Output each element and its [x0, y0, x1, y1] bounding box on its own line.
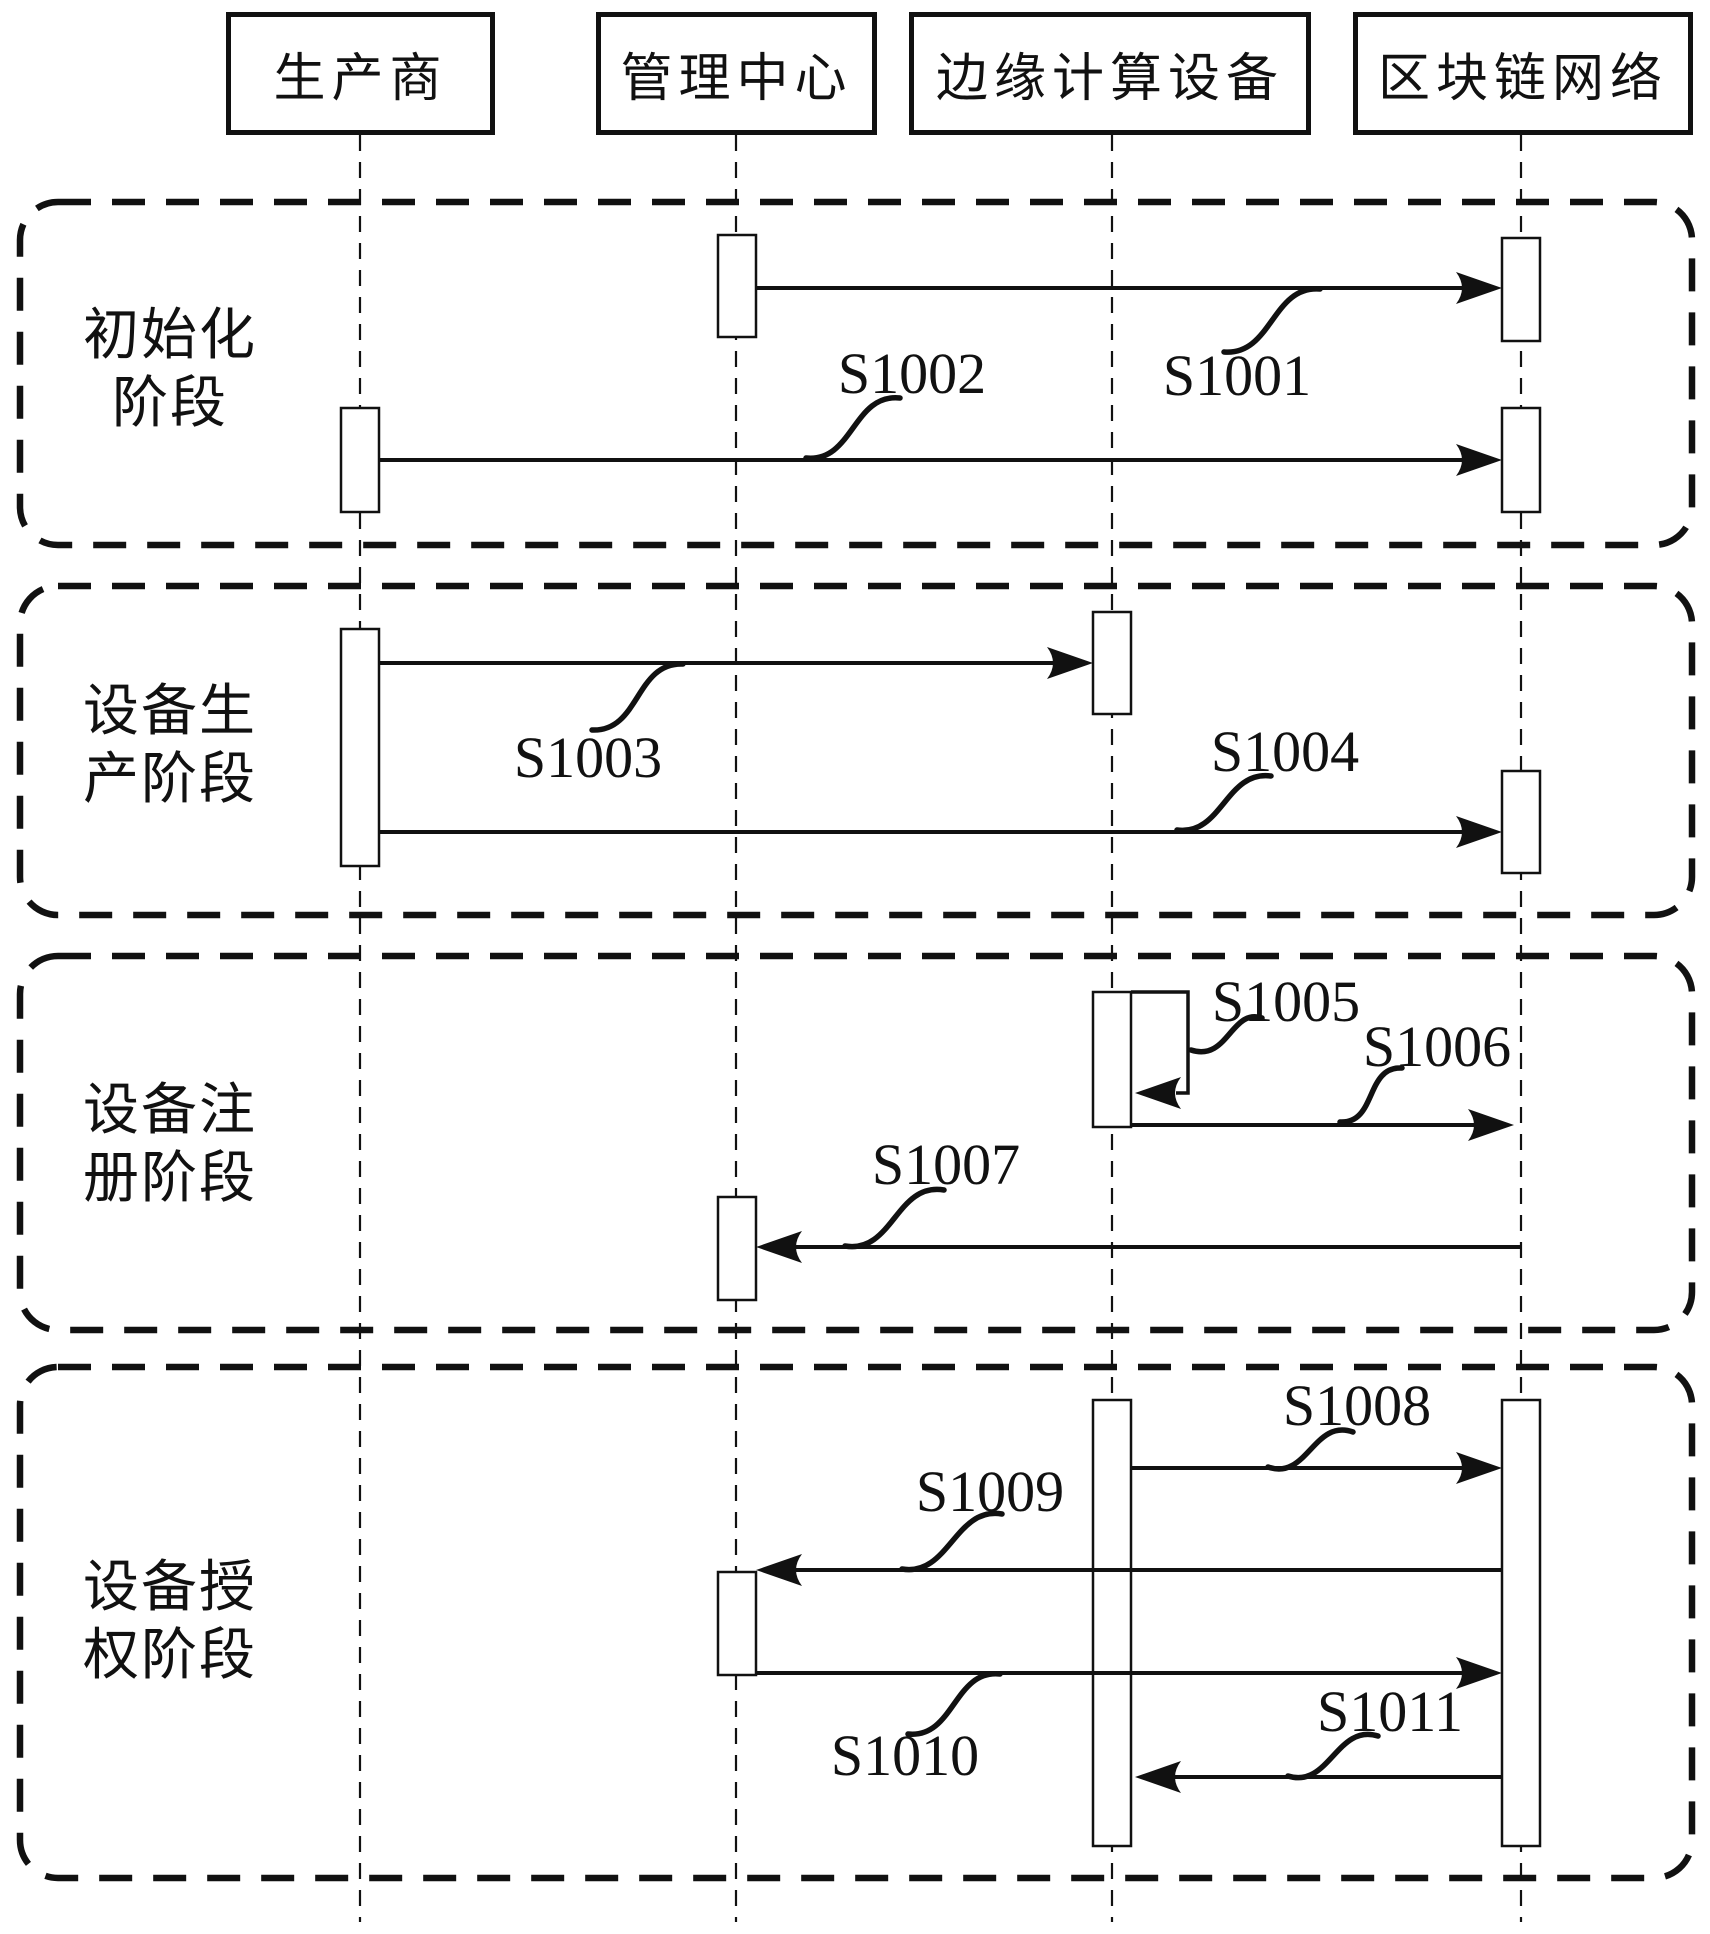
- message-label-s1009: S1009: [915, 1459, 1065, 1524]
- participant-box-blockchain: 区块链网络: [1353, 12, 1693, 135]
- participant-label: 管理中心: [620, 51, 853, 108]
- leader-s1005: [1188, 1014, 1265, 1055]
- activation-manufacturer-1: [339, 406, 381, 514]
- arrow-s1008-head: [1456, 1452, 1502, 1484]
- activation-blockchain-2: [1500, 406, 1542, 514]
- arrow-s1005-head: [1135, 1077, 1181, 1109]
- activation-management-3: [716, 1570, 758, 1677]
- activation-management-1: [716, 233, 758, 339]
- leader-s1008: [1265, 1427, 1356, 1472]
- phase-label-initialization: 初始化 阶段: [20, 302, 320, 438]
- phase-box-authorization: [16, 1363, 1696, 1882]
- message-label-s1003: S1003: [513, 725, 663, 790]
- leader-s1003: [589, 661, 686, 733]
- arrow-s1009-head: [756, 1554, 802, 1586]
- message-label-s1002: S1002: [837, 341, 987, 406]
- arrow-s1010-head: [1456, 1657, 1502, 1689]
- activation-blockchain-1: [1500, 236, 1542, 343]
- leader-s1007: [842, 1186, 947, 1250]
- phase-label-production: 设备生 产阶段: [20, 678, 320, 814]
- message-label-s1008: S1008: [1282, 1373, 1432, 1438]
- arrow-s1011-head: [1135, 1761, 1181, 1793]
- phase-label-line1: 设备生: [83, 681, 257, 743]
- arrow-s1006-head: [1468, 1109, 1514, 1141]
- activation-edge-3: [1091, 1398, 1133, 1848]
- leader-s1001: [1221, 286, 1323, 355]
- phase-box-registration: [16, 952, 1696, 1334]
- activation-blockchain-4: [1500, 1398, 1542, 1848]
- participant-label: 边缘计算设备: [935, 51, 1284, 108]
- phase-label-line2: 产阶段: [83, 749, 257, 811]
- message-label-s1011: S1011: [1316, 1679, 1464, 1744]
- phase-label-line2: 阶段: [112, 373, 228, 435]
- phase-label-registration: 设备注 册阶段: [20, 1077, 320, 1213]
- message-label-s1006: S1006: [1362, 1014, 1512, 1079]
- message-label-s1010: S1010: [830, 1723, 980, 1788]
- phase-label-authorization: 设备授 权阶段: [20, 1554, 320, 1690]
- phase-label-line1: 设备授: [83, 1557, 257, 1619]
- leader-s1009: [899, 1510, 1005, 1573]
- activation-blockchain-3: [1500, 769, 1542, 875]
- arrow-s1003-head: [1047, 647, 1093, 679]
- participant-box-edge-device: 边缘计算设备: [909, 12, 1311, 135]
- activation-manufacturer-2: [339, 627, 381, 868]
- participant-label: 生产商: [273, 51, 448, 108]
- phase-label-line2: 权阶段: [83, 1625, 257, 1687]
- participant-box-management-center: 管理中心: [596, 12, 877, 135]
- arrow-s1004-head: [1456, 816, 1502, 848]
- phase-label-line2: 册阶段: [83, 1148, 257, 1210]
- message-label-s1007: S1007: [871, 1132, 1021, 1197]
- leader-s1010: [905, 1671, 1003, 1737]
- leader-s1006: [1337, 1065, 1405, 1125]
- arrow-s1005-selfloop: [1131, 990, 1190, 1095]
- message-label-s1001: S1001: [1162, 343, 1312, 408]
- phase-label-line1: 设备注: [83, 1080, 257, 1142]
- phase-label-line1: 初始化: [83, 305, 257, 367]
- participant-label: 区块链网络: [1377, 51, 1668, 108]
- phase-box-production: [16, 582, 1696, 919]
- message-label-s1004: S1004: [1210, 719, 1360, 784]
- phase-box-initialization: [16, 198, 1696, 549]
- activation-edge-2: [1091, 990, 1133, 1129]
- activation-edge-1: [1091, 610, 1133, 716]
- leader-s1004: [1174, 773, 1274, 833]
- arrow-s1007-head: [756, 1231, 802, 1263]
- arrow-s1001-head: [1456, 272, 1502, 304]
- message-label-s1005: S1005: [1211, 969, 1361, 1034]
- arrow-s1002-head: [1456, 444, 1502, 476]
- leader-s1011: [1285, 1731, 1381, 1781]
- activation-management-2: [716, 1195, 758, 1302]
- leader-s1002: [803, 395, 903, 461]
- participant-box-manufacturer: 生产商: [226, 12, 495, 135]
